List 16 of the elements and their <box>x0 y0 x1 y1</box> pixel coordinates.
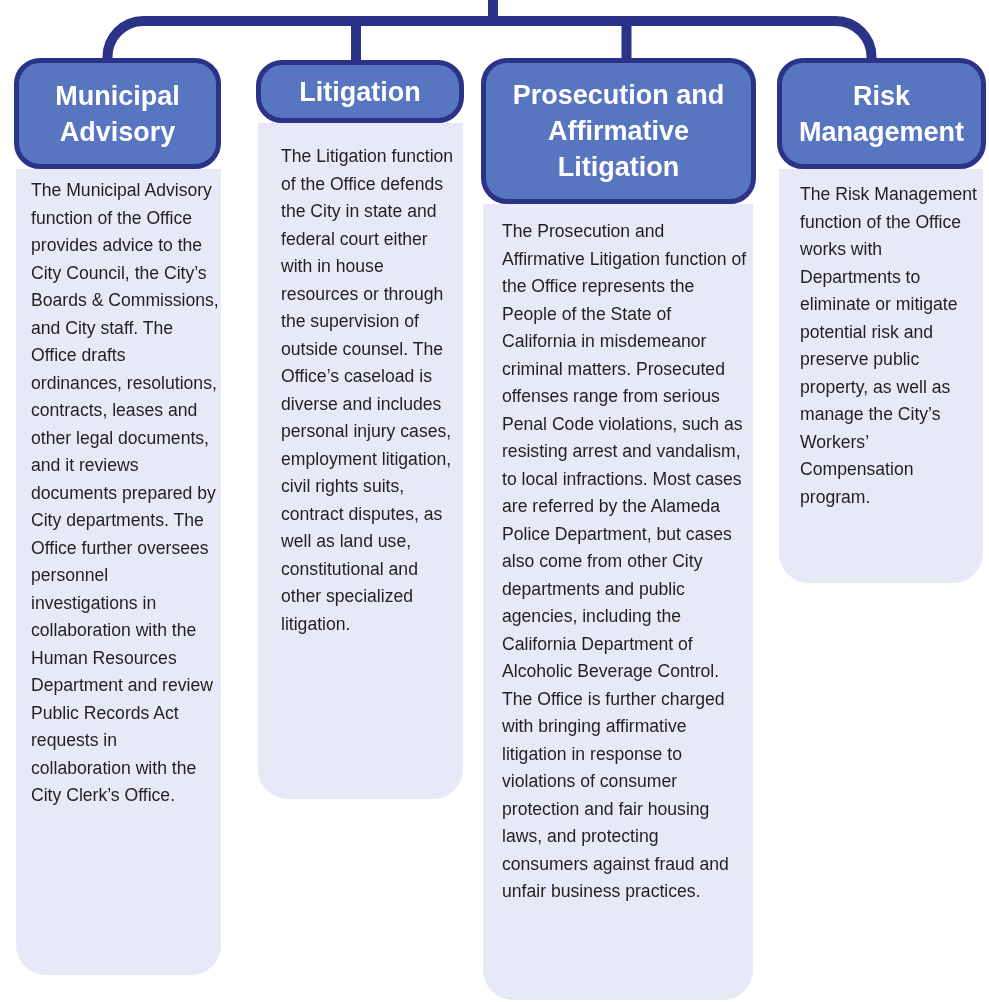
heading-box <box>481 58 756 204</box>
heading-box <box>14 58 221 169</box>
description-text: The Prosecution and Affirmative Litigation function of the Office represents the People of the State of California in misdemeanor criminal matters. Prosecuted offenses range from serious Penal Code violations, such as resisting arrest and vandalism, to local infractions. Most cases are referred by the Alameda Police Department, but cases also come from other City departments and public agencies, including the California Department of Alcoholic Beverage Control. The Office is further charged with bringing affirmative litigation in response to violations of consumer protection and fair housing laws, and protecting consumers against fraud and unfair business practices. <box>502 220 747 903</box>
heading-text: Litigation <box>299 75 421 109</box>
text-panel <box>779 169 983 583</box>
heading-box <box>777 58 986 169</box>
heading-text: Prosecution and Affirmative Litigation <box>511 79 726 184</box>
description-text: The Risk Management function of the Office works with Departments to eliminate or mitigate potential risk and preserve public property, as well as manage the City’s Workers’ Compensation program. <box>800 183 978 509</box>
heading-text: Risk Management <box>797 79 965 149</box>
description-text: The Litigation function of the Office defends the City in state and federal court either with in house resources or through the supervision of outside counsel. The Office’s caseload is diverse and includes personal injury cases, employment litigation, civil rights suits, contract disputes, as well as land use, constitutional and other specialized litigation. <box>281 145 455 636</box>
heading-box <box>256 60 464 123</box>
heading-text: Municipal Advisory <box>54 79 181 149</box>
text-panel <box>258 123 463 799</box>
description-text: The Municipal Advisory function of the Office provides advice to the City Council, the City’s Boards & Commissions, and City staff. The Office drafts ordinances, resolutions, contracts, leases and other legal documents, and it reviews documents prepared by City departments. The Office further oversees personnel investigations in collaboration with the Human Resources Department and review Public Records Act requests in collaboration with the City Clerk’s Office. <box>31 179 219 807</box>
text-panel <box>16 169 221 975</box>
text-panel <box>483 204 753 1000</box>
